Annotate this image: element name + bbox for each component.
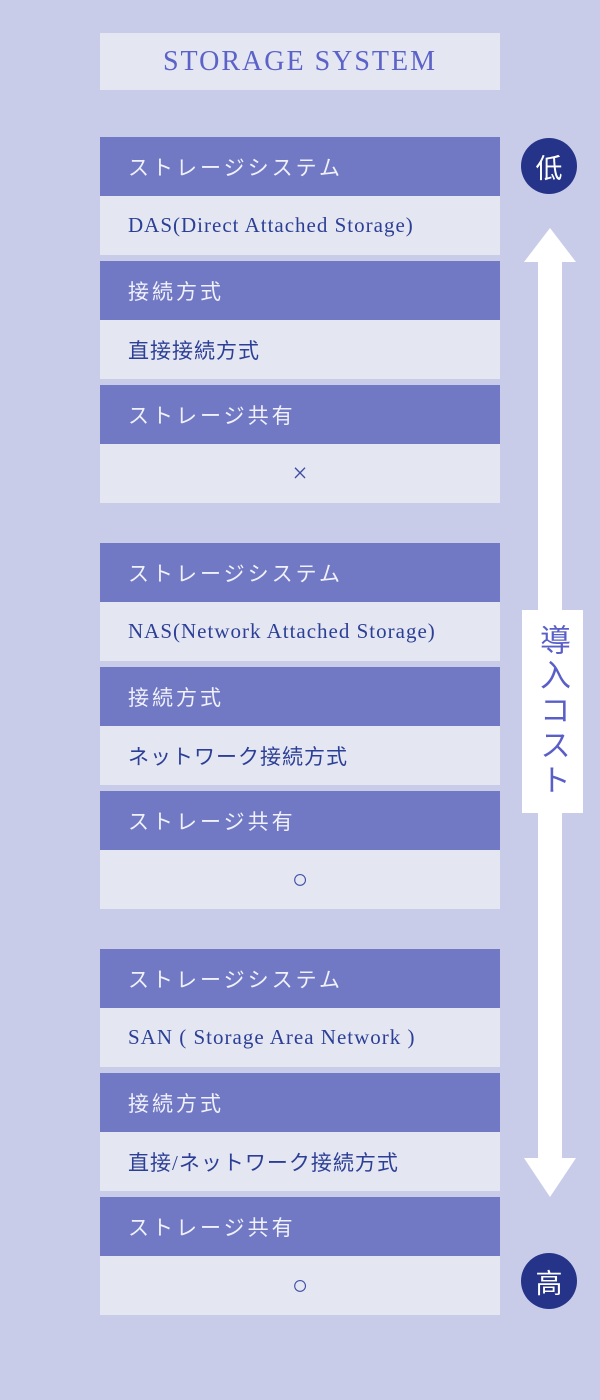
san-card: ストレージシステム SAN ( Storage Area Network ) 接… — [100, 949, 500, 1315]
page-title-text: STORAGE SYSTEM — [162, 45, 438, 77]
san-sharing-value-row: ○ — [100, 1256, 500, 1315]
circle-mark-icon: ○ — [291, 864, 309, 894]
nas-storage-system-header-row: ストレージシステム — [100, 543, 500, 602]
san-sharing-header-row: ストレージ共有 — [100, 1197, 500, 1256]
das-connection-header-label: 接続方式 — [128, 279, 224, 304]
nas-storage-type-label: NAS(Network Attached Storage) — [128, 619, 436, 643]
das-storage-type-label: DAS(Direct Attached Storage) — [128, 213, 414, 237]
das-connection-type-row: 直接接続方式 — [100, 320, 500, 379]
cost-axis-label-box: 導入コスト — [522, 610, 583, 813]
nas-connection-type-label: ネットワーク接続方式 — [128, 744, 348, 769]
nas-storage-type-row: NAS(Network Attached Storage) — [100, 602, 500, 661]
nas-connection-type-row: ネットワーク接続方式 — [100, 726, 500, 785]
page-title: STORAGE SYSTEM — [100, 33, 500, 90]
cost-axis-label: 導入コスト — [535, 624, 570, 799]
san-storage-system-header-label: ストレージシステム — [128, 967, 343, 992]
arrow-down-icon — [524, 1158, 576, 1197]
san-connection-header-label: 接続方式 — [128, 1091, 224, 1116]
das-connection-type-label: 直接接続方式 — [128, 338, 260, 363]
das-storage-system-header-row: ストレージシステム — [100, 137, 500, 196]
high-cost-badge: 高 — [521, 1253, 577, 1309]
arrow-up-icon — [524, 228, 576, 262]
san-storage-system-header-row: ストレージシステム — [100, 949, 500, 1008]
nas-sharing-header-label: ストレージ共有 — [128, 809, 296, 834]
das-sharing-value-row: × — [100, 444, 500, 503]
low-cost-badge: 低 — [521, 138, 577, 194]
nas-sharing-header-row: ストレージ共有 — [100, 791, 500, 850]
das-sharing-header-row: ストレージ共有 — [100, 385, 500, 444]
nas-connection-header-label: 接続方式 — [128, 685, 224, 710]
san-connection-header-row: 接続方式 — [100, 1073, 500, 1132]
san-connection-type-label: 直接/ネットワーク接続方式 — [128, 1150, 399, 1175]
nas-card: ストレージシステム NAS(Network Attached Storage) … — [100, 543, 500, 909]
san-storage-type-label: SAN ( Storage Area Network ) — [128, 1025, 416, 1049]
das-storage-system-header-label: ストレージシステム — [128, 155, 343, 180]
nas-connection-header-row: 接続方式 — [100, 667, 500, 726]
das-connection-header-row: 接続方式 — [100, 261, 500, 320]
nas-storage-system-header-label: ストレージシステム — [128, 561, 343, 586]
nas-sharing-value-row: ○ — [100, 850, 500, 909]
cross-mark-icon: × — [292, 458, 308, 488]
circle-mark-icon: ○ — [291, 1270, 309, 1300]
das-sharing-header-label: ストレージ共有 — [128, 403, 296, 428]
das-storage-type-row: DAS(Direct Attached Storage) — [100, 196, 500, 255]
san-connection-type-row: 直接/ネットワーク接続方式 — [100, 1132, 500, 1191]
san-storage-type-row: SAN ( Storage Area Network ) — [100, 1008, 500, 1067]
san-sharing-header-label: ストレージ共有 — [128, 1215, 296, 1240]
das-card: ストレージシステム DAS(Direct Attached Storage) 接… — [100, 137, 500, 503]
